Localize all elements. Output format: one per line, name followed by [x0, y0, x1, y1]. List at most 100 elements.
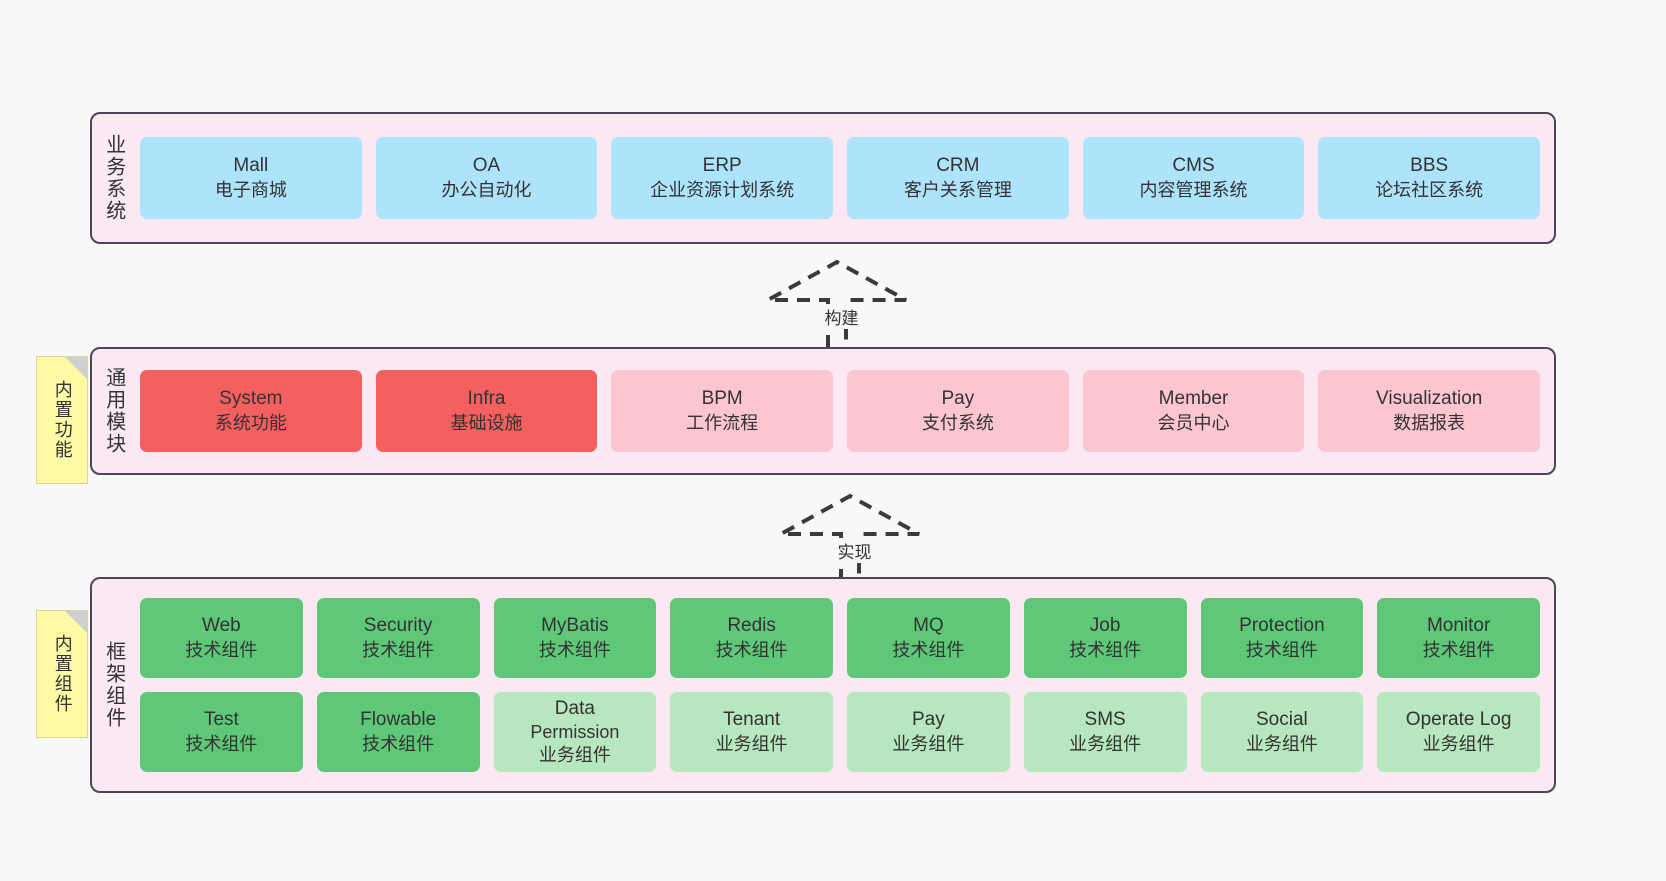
implement-arrow-label: 实现	[835, 538, 874, 563]
builtin-function-note-label: 内置功能	[52, 380, 73, 460]
card-title: MyBatis	[541, 615, 609, 637]
card-title: Web	[202, 615, 241, 637]
framework-components-layer-title: 框架组件	[102, 641, 125, 729]
builtin-component-note-label: 内置组件	[52, 634, 73, 714]
build-arrow-icon	[767, 259, 907, 348]
card-subtitle: 技术组件	[892, 639, 965, 660]
card-title: Pay	[912, 709, 945, 731]
card-subtitle: 业务组件	[1245, 733, 1318, 754]
card-title: ERP	[702, 155, 742, 177]
card-subtitle: 业务组件	[892, 733, 965, 754]
builtin-function-note: 内置功能	[36, 356, 88, 484]
card-title: Tenant	[723, 709, 781, 731]
card-title: CMS	[1172, 155, 1215, 177]
card-subtitle: 技术组件	[1245, 639, 1318, 660]
card-title: Job	[1089, 615, 1121, 637]
card-title: Flowable	[360, 709, 437, 731]
card-subtitle: 办公自动化	[441, 179, 532, 200]
card-title: Security	[363, 615, 433, 637]
card-title: BBS	[1410, 155, 1449, 177]
card-title: MQ	[913, 615, 944, 637]
card-title: Redis	[727, 615, 776, 637]
business-system-layer-title: 业务系统	[102, 134, 125, 222]
card-subtitle: 论坛社区系统	[1375, 179, 1484, 200]
card-subtitle: 技术组件	[362, 733, 435, 754]
card-subtitle: 业务组件	[715, 733, 788, 754]
card-subtitle: 业务组件	[1422, 733, 1495, 754]
card-subtitle: 工作流程	[686, 412, 759, 433]
card-title: Pay	[941, 388, 975, 410]
card-subtitle: 技术组件	[1069, 639, 1142, 660]
card-subtitle: 业务组件	[1069, 733, 1142, 754]
card-subtitle: 业务组件	[538, 745, 611, 766]
card-title: Mall	[233, 155, 269, 177]
common-modules-layer-title: 通用模块	[102, 367, 125, 455]
card-title: Visualization	[1376, 388, 1483, 410]
card-title: Member	[1158, 388, 1229, 410]
card-title: Operate Log	[1405, 709, 1512, 731]
card-subtitle: 技术组件	[1422, 639, 1495, 660]
card-title: Test	[203, 709, 239, 731]
card-subtitle: 技术组件	[362, 639, 435, 660]
card-subtitle: 技术组件	[185, 733, 258, 754]
card-subtitle: 技术组件	[185, 639, 258, 660]
note-fold-corner	[65, 357, 87, 379]
card-title: CRM	[936, 155, 980, 177]
card-subtitle: 企业资源计划系统	[650, 179, 795, 200]
card-subtitle: 系统功能	[214, 412, 287, 433]
card-title: SMS	[1084, 709, 1126, 731]
note-fold-corner	[65, 611, 87, 633]
card-title-line2: Permission	[530, 722, 620, 743]
card-subtitle: 技术组件	[715, 639, 788, 660]
card-title: Protection	[1239, 615, 1325, 637]
card-subtitle: 支付系统	[921, 412, 994, 433]
card-title: Monitor	[1426, 615, 1491, 637]
card-title: Social	[1256, 709, 1308, 731]
card-subtitle: 基础设施	[450, 412, 523, 433]
implement-arrow-icon	[780, 493, 920, 582]
card-subtitle: 技术组件	[538, 639, 611, 660]
generalization-arrow-implement: 实现	[775, 492, 925, 584]
generalization-arrow-build: 构建	[762, 258, 912, 350]
card-title: System	[219, 388, 283, 410]
card-title: Infra	[467, 388, 506, 410]
card-subtitle: 电子商城	[214, 179, 287, 200]
card-subtitle: 会员中心	[1157, 412, 1230, 433]
